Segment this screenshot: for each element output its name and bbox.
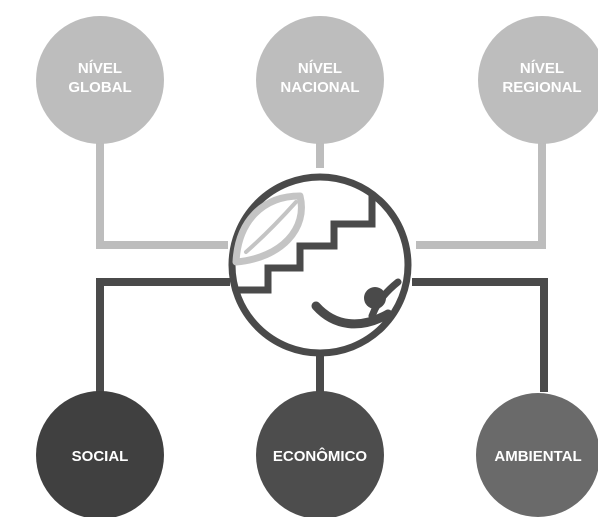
node-economico-label: ECONÔMICO — [273, 447, 368, 465]
node-economico-circle — [256, 391, 384, 517]
node-social-circle — [36, 391, 164, 517]
connector-regional — [416, 138, 546, 249]
node-ambiental-label: AMBIENTAL — [494, 448, 581, 465]
node-regional-line2: REGIONAL — [502, 79, 581, 96]
node-regional: NÍVEL REGIONAL — [478, 16, 598, 144]
node-nacional-circle — [256, 16, 384, 144]
node-global-line2: GLOBAL — [68, 79, 131, 96]
node-global: NÍVEL GLOBAL — [36, 16, 164, 144]
connector-global — [96, 138, 228, 249]
node-nacional-line1: NÍVEL — [298, 60, 342, 77]
connector-ambiental — [412, 278, 548, 392]
node-social: SOCIAL — [36, 391, 164, 517]
node-global-circle — [36, 16, 164, 144]
globe-outline — [228, 173, 412, 357]
node-economico: ECONÔMICO — [256, 391, 384, 517]
node-regional-circle — [478, 16, 598, 144]
node-ambiental: AMBIENTAL — [476, 393, 598, 517]
bottom-connectors — [96, 278, 548, 392]
node-regional-line1: NÍVEL — [520, 60, 564, 77]
person-arm-icon — [368, 278, 402, 320]
person-body-icon — [311, 301, 393, 329]
leaf-icon — [232, 192, 305, 266]
leaf-vein — [244, 200, 298, 254]
node-nacional: NÍVEL NACIONAL — [256, 16, 384, 144]
connector-social — [96, 278, 230, 392]
stairs-icon — [236, 193, 376, 294]
node-social-label: SOCIAL — [72, 448, 129, 465]
node-global-line1: NÍVEL — [78, 60, 122, 77]
node-ambiental-circle — [476, 393, 598, 517]
globe-leaf-stairs-person-icon — [228, 173, 412, 357]
node-nacional-line2: NACIONAL — [280, 79, 359, 96]
